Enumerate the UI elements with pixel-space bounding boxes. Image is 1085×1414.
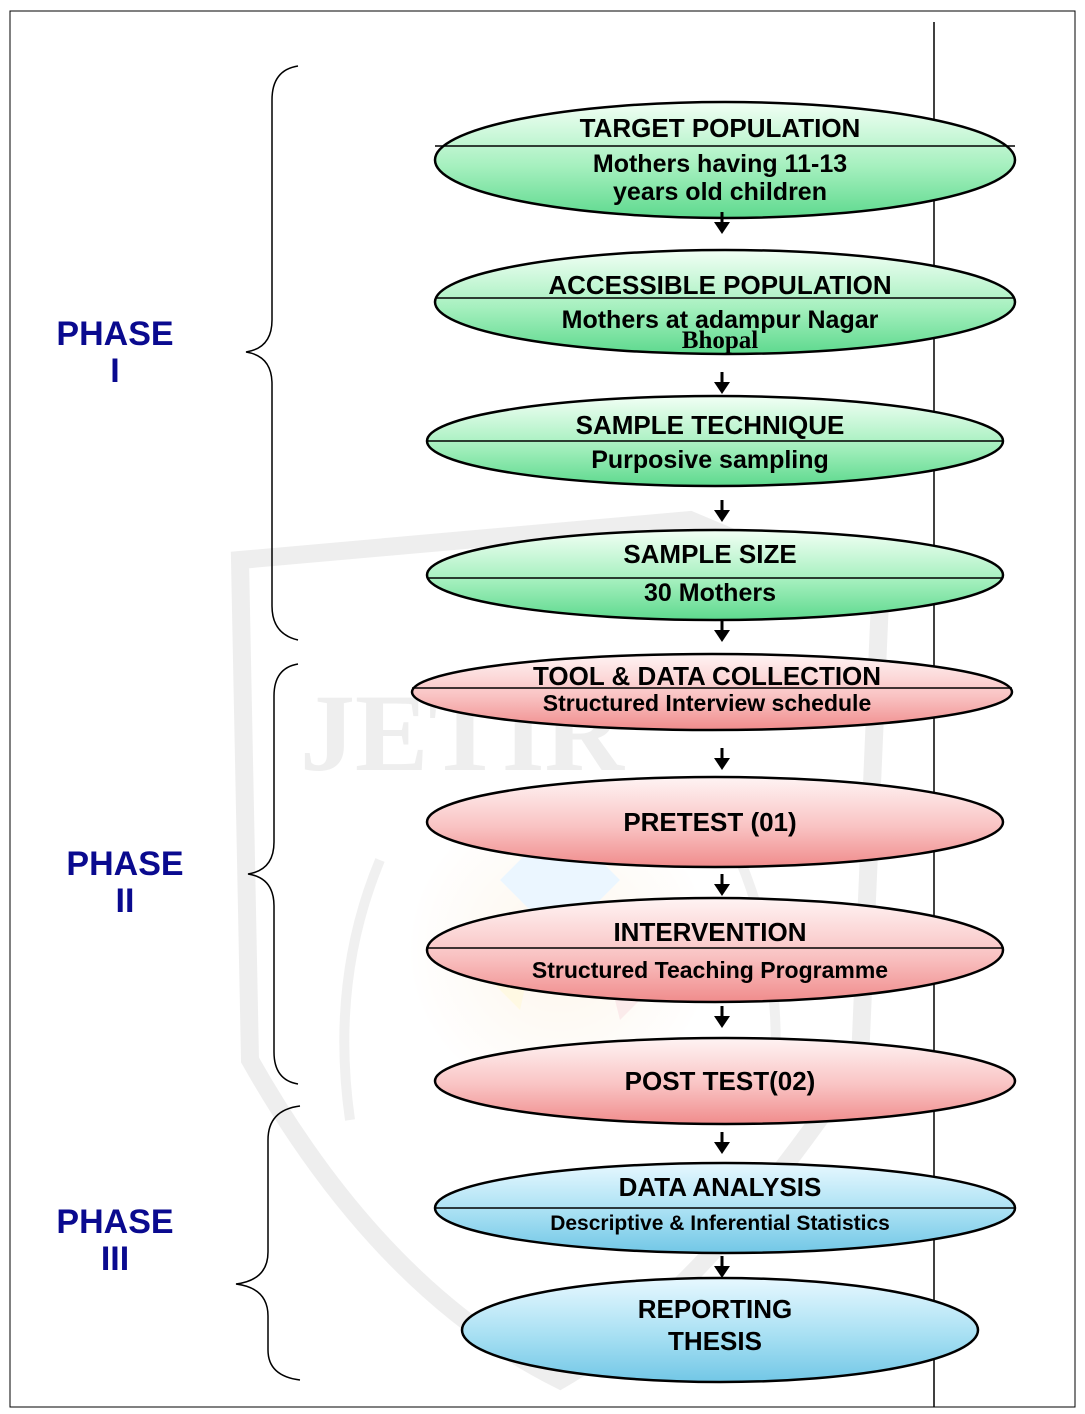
step-title: POST TEST(02) [625,1066,816,1096]
down-arrow [714,1132,730,1154]
down-arrow [714,500,730,522]
page-border [9,10,1076,1408]
step-ellipse [425,528,1005,622]
step-title: SAMPLE SIZE [623,539,796,569]
flow-step: SAMPLE TECHNIQUE Purposive sampling [425,394,1005,488]
flow-step: PRETEST (01) [425,775,1005,869]
step-ellipse [433,248,1017,356]
step-subtitle: Structured Interview schedule [543,690,871,716]
down-arrow [714,1256,730,1278]
step-ellipse [425,896,1005,1004]
step-title: TARGET POPULATION [580,113,861,143]
step-title: REPORTING [638,1294,793,1324]
flowchart: TARGET POPULATION Mothers having 11-13yea… [410,100,1017,1384]
step-title: SAMPLE TECHNIQUE [576,410,845,440]
flow-step: TARGET POPULATION Mothers having 11-13yea… [433,100,1017,220]
step-subtitle: Bhopal [682,327,758,354]
step-subtitle: Structured Teaching Programme [532,957,888,983]
step-subtitle: Mothers at adampur Nagar [562,306,879,334]
phase-3-label-line1: PHASE [56,1203,174,1241]
step-title: PRETEST (01) [623,807,796,837]
down-arrow [714,212,730,234]
down-arrow [714,620,730,642]
step-subtitle: years old children [613,178,827,206]
flow-step: ACCESSIBLE POPULATION Mothers at adampur … [433,248,1017,356]
step-title: DATA ANALYSIS [619,1172,822,1202]
phase-1-brace [245,65,299,641]
flow-step: SAMPLE SIZE 30 Mothers [425,528,1005,622]
step-title: THESIS [668,1326,762,1356]
step-title: INTERVENTION [613,917,806,947]
phase-1-label-line1: PHASE [56,315,174,353]
phase-3-label: PHASE III [30,1203,200,1279]
step-ellipse [425,775,1005,869]
step-ellipse [410,652,1014,732]
phase-2-brace [247,663,299,1085]
step-subtitle: Mothers having 11-13 [593,150,847,178]
phase-1-label: PHASE I [30,315,200,391]
phase-2-label: PHASE II [40,845,210,921]
down-arrow [714,1006,730,1028]
phase-1-label-line2: I [110,352,120,391]
step-subtitle: 30 Mothers [644,579,776,607]
down-arrow [714,748,730,770]
step-ellipse [433,1036,1017,1126]
down-arrow [714,874,730,896]
step-title: ACCESSIBLE POPULATION [548,270,891,300]
step-subtitle: Purposive sampling [591,446,829,474]
flow-step: INTERVENTION Structured Teaching Programm… [425,896,1005,1004]
step-ellipse [433,100,1017,220]
flow-step: POST TEST(02) [433,1036,1017,1126]
phase-2-label-line2: II [115,882,135,921]
step-ellipse [460,1276,980,1384]
step-subtitle: Descriptive & Inferential Statistics [550,1212,890,1235]
down-arrow [714,372,730,394]
phase-2-label-line1: PHASE [66,845,184,883]
step-title: TOOL & DATA COLLECTION [533,661,881,691]
phase-3-brace [235,1105,301,1381]
phase-3-label-line2: III [100,1240,130,1279]
flow-step: DATA ANALYSIS Descriptive & Inferential S… [433,1161,1017,1255]
